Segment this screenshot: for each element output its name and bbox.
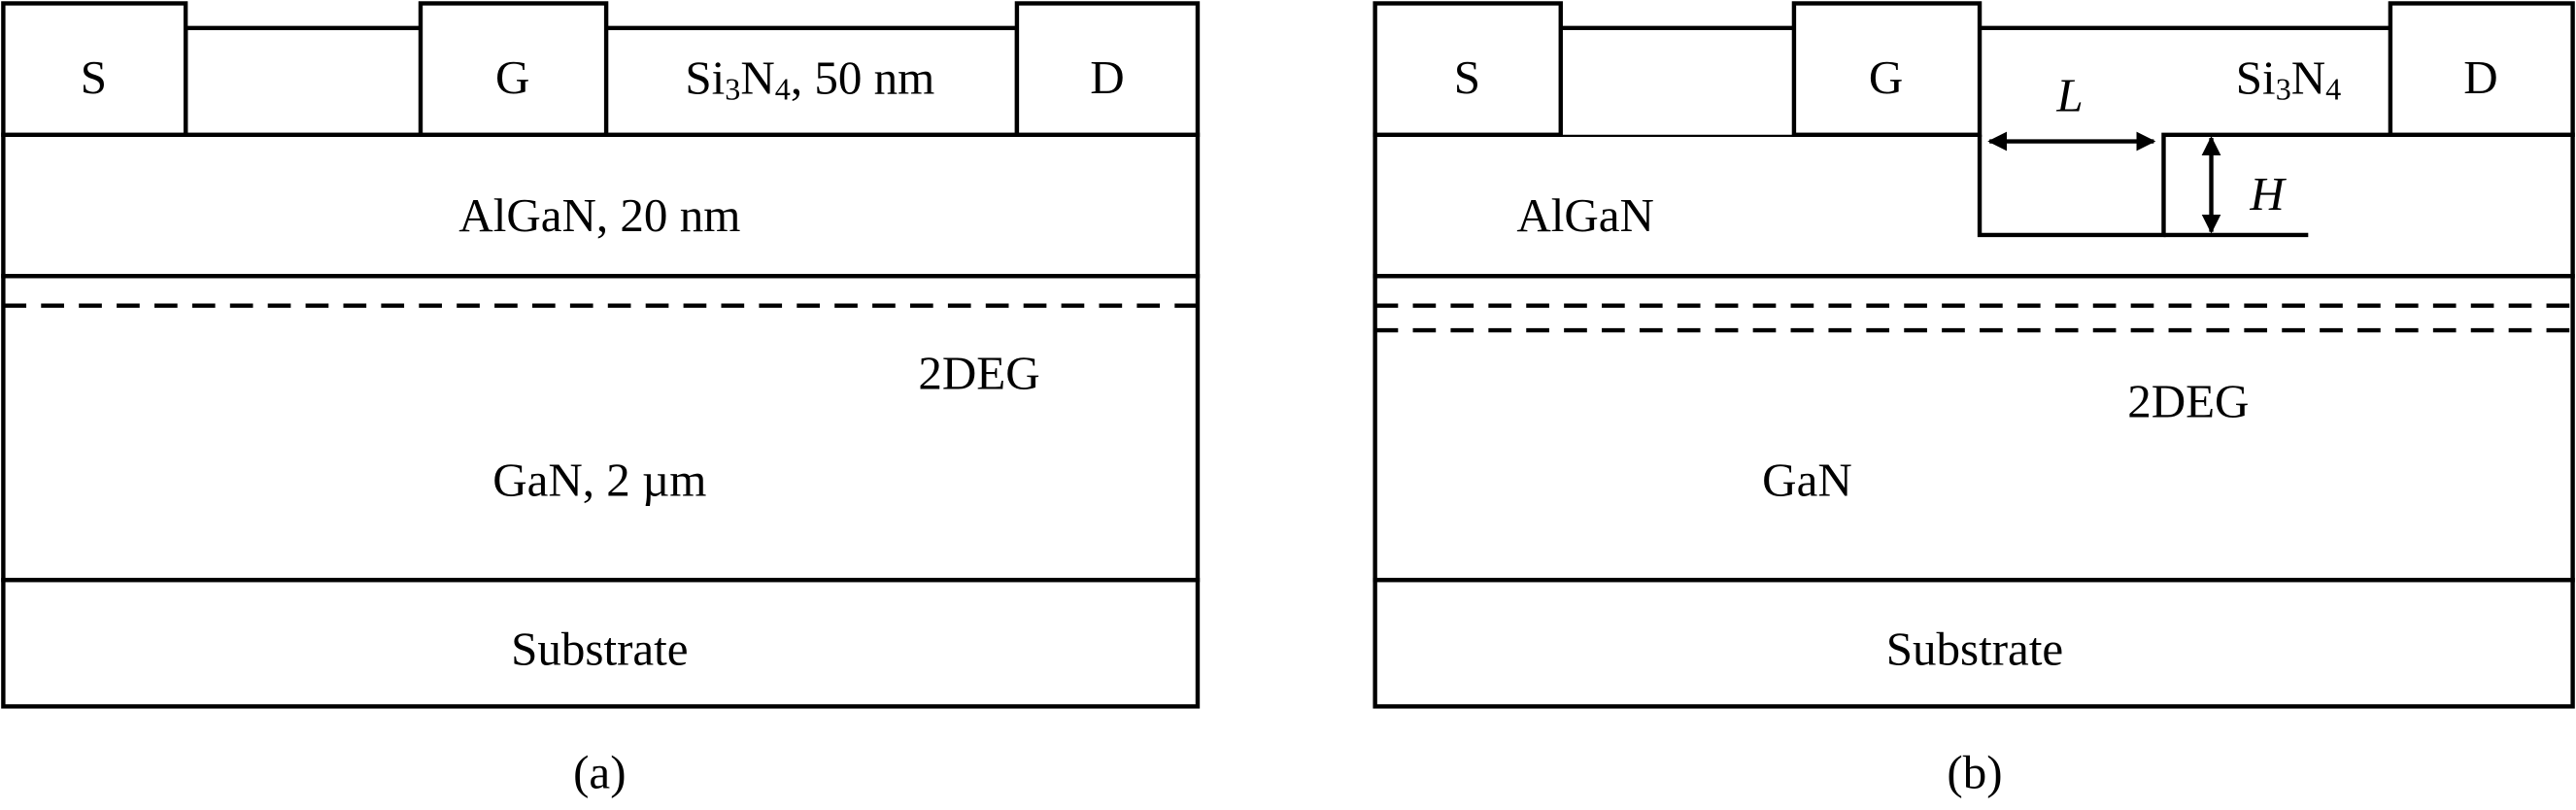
caption-a: (a) bbox=[573, 746, 626, 799]
panel-a: S G D Si3N4, 50 nm AlGaN, 20 nm 2DEG GaN… bbox=[1, 1, 1201, 799]
drain-contact bbox=[2388, 1, 2575, 137]
2deg-label: 2DEG bbox=[2127, 374, 2249, 427]
algan-layer bbox=[1373, 132, 2575, 279]
panel-b: S G D Si3N4 L H AlGaN 2DEG GaN Substrate… bbox=[1373, 1, 2575, 799]
algan-label: AlGaN bbox=[1516, 188, 1654, 242]
gan-label: GaN, 2 µm bbox=[492, 453, 706, 506]
gate-contact bbox=[418, 1, 609, 137]
source-label: S bbox=[1454, 51, 1480, 104]
gate-label: G bbox=[495, 51, 529, 104]
substrate-layer bbox=[1, 577, 1201, 709]
si3n4-label: Si3N4 bbox=[2236, 51, 2341, 106]
si3n4-label: Si3N4, 50 nm bbox=[685, 51, 934, 106]
gate-label: G bbox=[1869, 51, 1903, 104]
source-label: S bbox=[81, 51, 107, 104]
drain-label: D bbox=[1090, 51, 1124, 104]
drain-contact bbox=[1014, 1, 1201, 137]
algan-label: AlGaN, 20 nm bbox=[458, 188, 740, 242]
caption-b: (b) bbox=[1947, 746, 2002, 799]
source-contact bbox=[1373, 1, 1563, 137]
gan-layer bbox=[1, 274, 1201, 583]
2deg-label: 2DEG bbox=[918, 347, 1039, 400]
gan-layer bbox=[1373, 274, 2575, 583]
substrate-label: Substrate bbox=[511, 623, 688, 676]
gan-label: GaN bbox=[1762, 453, 1852, 506]
gate-contact bbox=[1791, 1, 1983, 137]
source-contact bbox=[1, 1, 188, 137]
recess-length-label: L bbox=[2055, 69, 2083, 122]
recess-depth-label: H bbox=[2249, 167, 2287, 220]
substrate-label: Substrate bbox=[1886, 623, 2063, 676]
algan-layer bbox=[1, 132, 1201, 279]
drain-label: D bbox=[2463, 51, 2497, 104]
